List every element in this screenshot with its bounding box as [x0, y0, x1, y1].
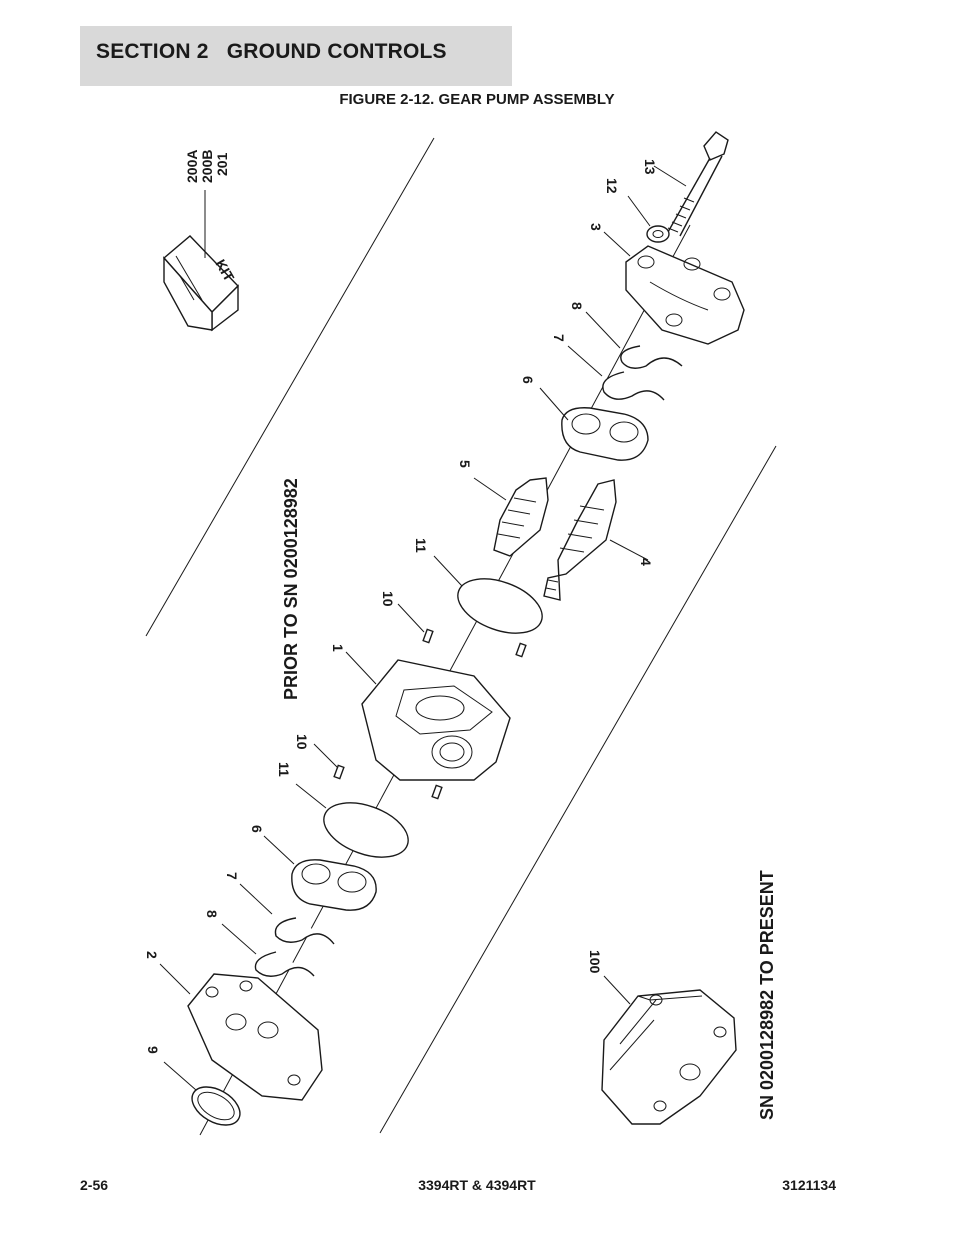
- callout-10-upper: 10: [380, 591, 396, 607]
- section-header-band: [80, 26, 512, 86]
- part-12-washer: [646, 225, 670, 243]
- part-10-dowel-pin-upper-b: [515, 642, 527, 658]
- part-11-o-ring-lower: [323, 802, 409, 858]
- callout-6-lower: 6: [249, 825, 265, 833]
- section-title: SECTION 2 GROUND CONTROLS: [96, 40, 447, 63]
- kit-part-number-3: 201: [214, 152, 230, 176]
- separator-line-upper: [145, 137, 435, 637]
- callout-5: 5: [457, 460, 473, 468]
- callout-11-lower: 11: [276, 762, 292, 777]
- callout-12: 12: [604, 178, 620, 194]
- callout-2: 2: [144, 951, 160, 959]
- part-10-dowel-pin-upper-a: [422, 628, 434, 644]
- label-present-config: SN 0200128982 TO PRESENT: [757, 870, 777, 1120]
- part-8-seal-ring-upper: [620, 345, 683, 369]
- callout-leader-lines: [159, 165, 687, 1091]
- part-6-bearing-block-lower: [291, 859, 377, 911]
- callout-10-lower: 10: [294, 734, 310, 750]
- part-11-o-ring-upper: [457, 578, 543, 634]
- callout-9: 9: [145, 1046, 161, 1054]
- callout-11-upper: 11: [413, 538, 429, 553]
- footer-page-number: 2-56: [80, 1177, 109, 1193]
- part-2-mounting-flange: [187, 973, 323, 1101]
- callout-1: 1: [330, 644, 346, 652]
- callout-7-upper: 7: [551, 334, 567, 342]
- footer-doc-number: 3121134: [782, 1177, 836, 1193]
- callout-8-upper: 8: [569, 302, 585, 310]
- part-10-dowel-pin-lower-a: [333, 764, 345, 780]
- kit-part-number-2: 200B: [199, 150, 215, 183]
- callout-6-upper: 6: [520, 376, 536, 384]
- part-7-backup-ring-upper: [602, 371, 665, 401]
- kit-box: KIT: [163, 235, 239, 332]
- part-3-end-cover: [625, 245, 745, 345]
- part-6-bearing-block-upper: [561, 407, 649, 461]
- footer-model: 3394RT & 4394RT: [418, 1177, 536, 1193]
- label-prior-config: PRIOR TO SN 0200128982: [281, 478, 301, 700]
- part-7-backup-ring-lower: [274, 917, 335, 945]
- part-10-dowel-pin-lower-b: [431, 784, 443, 800]
- callout-4: 4: [638, 558, 654, 566]
- callout-7-lower: 7: [224, 872, 240, 880]
- part-9-shaft-seal: [191, 1086, 241, 1126]
- part-4-drive-gear: [543, 479, 617, 601]
- callout-100: 100: [587, 950, 603, 974]
- part-1-pump-body: [361, 659, 511, 781]
- callout-8-lower: 8: [204, 910, 220, 918]
- part-5-idler-gear: [493, 477, 549, 557]
- callout-13: 13: [642, 159, 658, 175]
- part-13-bolt: [667, 131, 729, 237]
- part-8-seal-ring-lower: [254, 951, 315, 977]
- part-100-complete-pump: [601, 989, 737, 1125]
- kit-part-number-1: 200A: [184, 150, 200, 183]
- callout-3: 3: [588, 223, 604, 231]
- separator-line-lower: [379, 445, 777, 1134]
- figure-title: FIGURE 2-12. GEAR PUMP ASSEMBLY: [339, 91, 615, 108]
